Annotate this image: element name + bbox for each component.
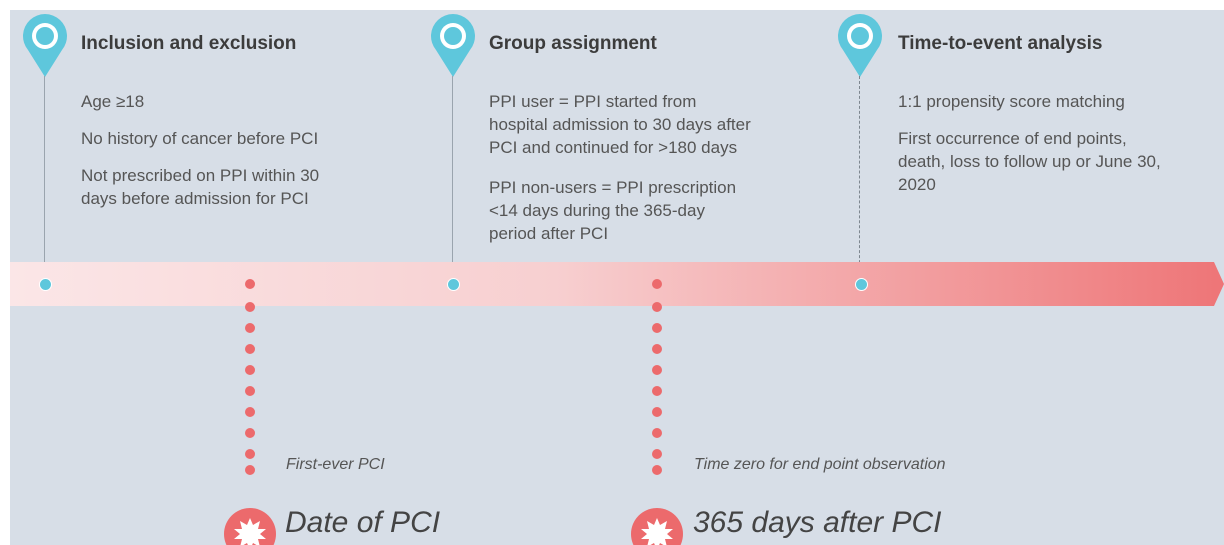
phase-connector-line: [44, 76, 45, 283]
milestone-dot: [652, 449, 662, 459]
milestone-dot: [245, 344, 255, 354]
phase-text-line: death, loss to follow up or June 30,: [898, 152, 1161, 171]
milestone-dot: [652, 279, 662, 289]
milestone-dot: [245, 386, 255, 396]
timeline-diagram: Inclusion and exclusion Age ≥18 No histo…: [10, 10, 1224, 545]
phase-text-line: period after PCI: [489, 224, 609, 243]
milestone-note-time-zero: Time zero for end point observation: [694, 456, 946, 473]
phase-text-line: Not prescribed on PPI within 30: [81, 166, 320, 185]
phase-text-line: PPI non-users = PPI prescription: [489, 178, 737, 197]
phase-text-line: PPI user = PPI started from: [489, 92, 697, 111]
phase-text-line: 1:1 propensity score matching: [898, 92, 1125, 111]
milestone-dot: [652, 407, 662, 417]
milestone-label-365-days: 365 days after PCI: [693, 506, 942, 539]
location-pin-icon: [838, 14, 882, 78]
milestone-dot: [245, 365, 255, 375]
milestone-dot: [245, 323, 255, 333]
milestone-dot: [245, 428, 255, 438]
milestone-dot: [245, 449, 255, 459]
timeline-band: [10, 262, 1224, 306]
starburst-icon: [631, 508, 683, 545]
phase-text-line: 2020: [898, 175, 936, 194]
timeline-dot: [855, 278, 868, 291]
milestone-dot: [652, 344, 662, 354]
milestone-dot: [245, 302, 255, 312]
timeline-dot: [39, 278, 52, 291]
location-pin-icon: [431, 14, 475, 78]
starburst-icon: [224, 508, 276, 545]
phase-connector-line: [452, 76, 453, 283]
milestone-dot: [245, 407, 255, 417]
milestone-note-first-pci: First-ever PCI: [286, 456, 385, 473]
location-pin-icon: [23, 14, 68, 78]
milestone-dot: [652, 428, 662, 438]
phase-text-line: No history of cancer before PCI: [81, 129, 319, 148]
phase-connector-dashed-line: [859, 76, 860, 283]
phase-title-time-to-event: Time-to-event analysis: [898, 33, 1103, 54]
milestone-dot: [245, 465, 255, 475]
milestone-dot: [652, 465, 662, 475]
phase-text-line: First occurrence of end points,: [898, 129, 1127, 148]
phase-text-line: <14 days during the 365-day: [489, 201, 705, 220]
phase-text-line: Age ≥18: [81, 92, 145, 111]
milestone-dot: [245, 279, 255, 289]
phase-text-line: days before admission for PCI: [81, 189, 309, 208]
milestone-dot: [652, 302, 662, 312]
timeline-dot: [447, 278, 460, 291]
phase-title-inclusion: Inclusion and exclusion: [81, 33, 297, 54]
milestone-label-date-of-pci: Date of PCI: [285, 506, 441, 539]
phase-text-line: hospital admission to 30 days after: [489, 115, 751, 134]
phase-text-line: PCI and continued for >180 days: [489, 138, 738, 157]
phase-title-group-assignment: Group assignment: [489, 33, 657, 54]
milestone-dot: [652, 323, 662, 333]
milestone-dot: [652, 365, 662, 375]
milestone-dot: [652, 386, 662, 396]
